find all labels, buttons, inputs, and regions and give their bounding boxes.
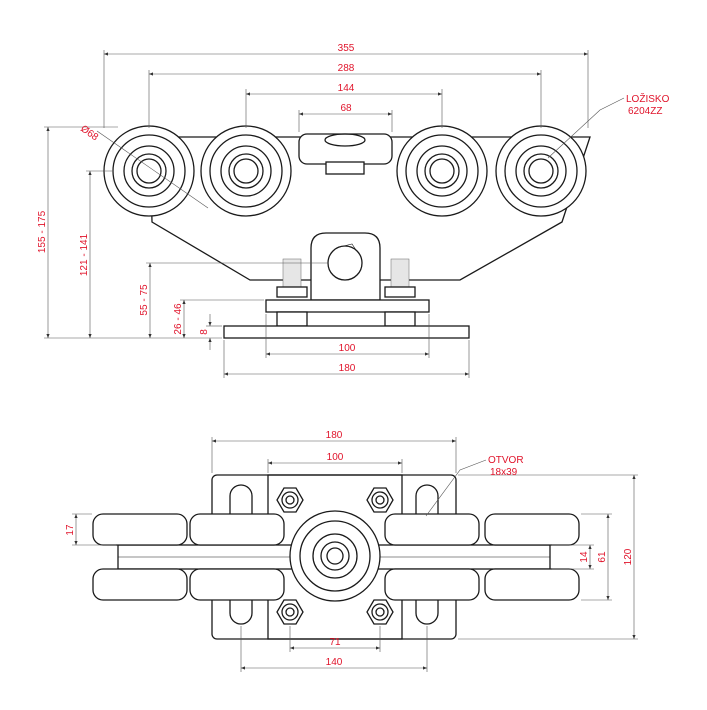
nut-left-top (276, 286, 308, 298)
mounting-plate (223, 325, 470, 339)
dim-26-46-label: 26 - 46 (173, 303, 184, 335)
nut-right-top (384, 286, 416, 298)
dim-155-175-label: 155 - 175 (37, 210, 48, 253)
bearing-leader: LOŽISKO 6204ZZ (547, 92, 670, 159)
dim-180-bottom-label: 180 (326, 430, 343, 441)
bolt-left-thread (282, 258, 302, 290)
wheel-top-1 (92, 513, 188, 546)
hex-nut-top-left (276, 487, 304, 513)
wheel-1 (103, 125, 195, 217)
bolt-right-thread (390, 258, 410, 290)
bearing-label-line2: 6204ZZ (628, 106, 662, 117)
dim-14-label: 14 (579, 551, 590, 563)
dim-121-141-label: 121 - 141 (79, 233, 90, 276)
dimension-180-bottom: 180 (211, 430, 457, 473)
dimension-355: 355 (103, 43, 589, 128)
dimension-17: 17 (65, 513, 116, 546)
upper-plate (265, 299, 430, 313)
bearing-label-line1: LOŽISKO (626, 92, 670, 105)
wheel-4 (495, 125, 587, 217)
dia-68-label: Ø68 (78, 123, 100, 143)
top-guide-roller-base (325, 161, 365, 175)
top-guide-roller (298, 133, 393, 165)
dimension-100-top: 100 (265, 314, 430, 358)
dimension-26-46: 26 - 46 (173, 299, 264, 338)
dim-100-bottom-label: 100 (327, 452, 344, 463)
wheel-bottom-1 (92, 568, 188, 601)
dimension-71: 71 (289, 626, 381, 652)
dimension-68: 68 (298, 103, 393, 132)
dim-180-top-label: 180 (339, 363, 356, 374)
wheel-3 (396, 125, 488, 217)
hole-leader: OTVOR 18x39 (425, 455, 524, 517)
wheel-top-4 (484, 513, 580, 546)
dim-140-label: 140 (326, 657, 343, 668)
wheel-2 (200, 125, 292, 217)
dimension-155-175: 155 - 175 (37, 126, 222, 339)
dim-68-label: 68 (340, 103, 352, 114)
dim-61-label: 61 (597, 551, 608, 563)
wheel-bottom-2 (189, 568, 285, 601)
dim-8-label: 8 (199, 329, 210, 335)
front-view: 355 288 144 68 100 (37, 43, 670, 378)
dimension-8: 8 (199, 314, 222, 350)
dim-55-75-label: 55 - 75 (139, 284, 150, 316)
dimension-120: 120 (458, 474, 638, 640)
dimension-288: 288 (148, 63, 542, 128)
dimension-55-75: 55 - 75 (139, 262, 328, 338)
hex-nut-bottom-right (366, 599, 394, 625)
dim-17-label: 17 (65, 524, 76, 536)
hex-nut-bottom-left (276, 599, 304, 625)
dim-71-label: 71 (329, 637, 341, 648)
nut-right-bottom (384, 311, 416, 327)
dimension-180-top: 180 (223, 340, 470, 378)
wheel-bottom-4 (484, 568, 580, 601)
dim-144-label: 144 (338, 83, 355, 94)
dim-355-label: 355 (338, 43, 355, 54)
dimension-61: 61 (581, 513, 612, 601)
dimension-100-bottom: 100 (267, 452, 403, 473)
wheel-top-2 (189, 513, 285, 546)
pivot-pin (327, 245, 363, 281)
dim-288-label: 288 (338, 63, 355, 74)
wheel-top-3 (384, 513, 480, 546)
hole-label-line1: OTVOR (488, 455, 524, 466)
dimension-14: 14 (552, 544, 594, 570)
hole-label-line2: 18x39 (490, 467, 518, 478)
nut-left-bottom (276, 311, 308, 327)
dim-120-label: 120 (623, 548, 634, 565)
dim-100-top-label: 100 (339, 343, 356, 354)
dimension-144: 144 (245, 83, 443, 128)
wheel-bottom-3 (384, 568, 480, 601)
dimension-121-141: 121 - 141 (79, 170, 112, 338)
plan-view: 180 100 71 140 17 (65, 430, 638, 672)
hex-nut-top-right (366, 487, 394, 513)
dimension-140: 140 (240, 626, 428, 672)
top-guide-roller-hub (324, 133, 366, 147)
central-hub (289, 510, 381, 602)
